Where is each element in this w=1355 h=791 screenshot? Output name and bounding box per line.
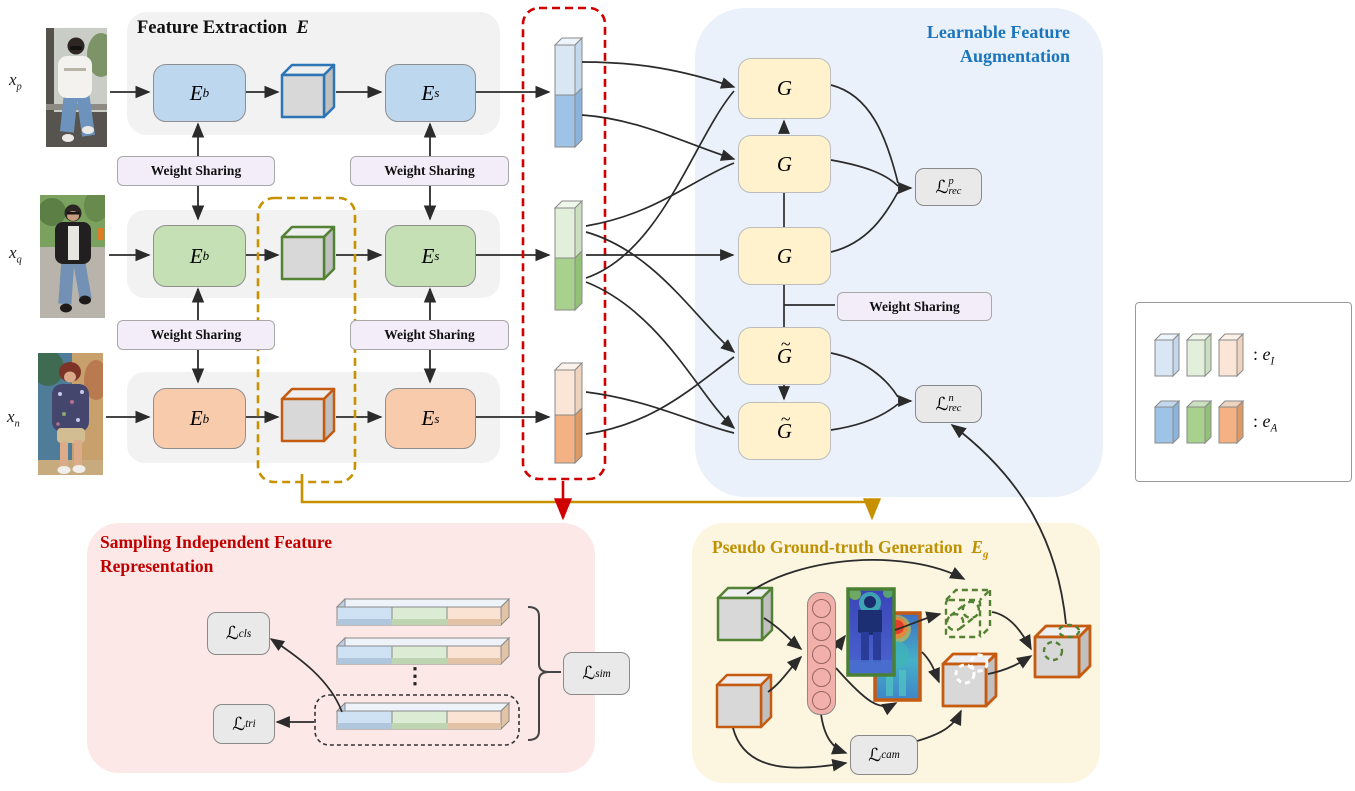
input-label-xp: xp xyxy=(9,70,22,93)
augmentation-title: Learnable Feature Augmentation xyxy=(926,22,1070,67)
mlp-node-3 xyxy=(811,645,831,664)
weight-sharing-box-1: Weight Sharing xyxy=(117,156,275,186)
mlp-node-2 xyxy=(811,622,831,641)
generator-tilde-block-2: ~G xyxy=(738,402,831,460)
sampling-title: Sampling Independent Feature Representat… xyxy=(100,532,333,576)
feature-cube-xn xyxy=(280,387,336,443)
input-label-xn: xn xyxy=(7,407,20,430)
photo-person-xp xyxy=(46,28,107,147)
mlp-node-1 xyxy=(811,599,831,618)
pseudo-cube-green xyxy=(716,586,774,642)
generator-column-links xyxy=(778,119,835,401)
legend-entry-augmented: : eA xyxy=(1253,411,1278,435)
pseudo-groundtruth-cube xyxy=(1033,623,1092,679)
pseudo-generation-arrows xyxy=(732,424,1067,772)
feature-bar-q xyxy=(553,199,584,312)
dashed-green-cube xyxy=(944,588,992,639)
weight-sharing-box-4: Weight Sharing xyxy=(350,320,509,350)
legend-box xyxy=(1135,302,1352,482)
weight-sharing-box-generators: Weight Sharing xyxy=(837,292,992,321)
feature-bar-p xyxy=(553,36,584,149)
red-dashed-box xyxy=(521,6,607,481)
sampled-feature-dashed-box xyxy=(314,694,520,746)
legend-entry-identity: : eI xyxy=(1253,344,1275,368)
photo-person-xq xyxy=(40,195,105,318)
mlp-node-4 xyxy=(811,668,831,687)
generator-tilde-block-1: ~G xyxy=(738,327,831,385)
legend-bars-augmented xyxy=(1153,399,1245,445)
feature-extraction-title: Feature Extraction E xyxy=(137,18,309,38)
mlp-column xyxy=(807,592,836,715)
input-label-xq: xq xyxy=(9,243,22,266)
photo-person-xn xyxy=(38,353,103,475)
masked-orange-cube xyxy=(941,652,998,708)
concat-bar-row2 xyxy=(335,636,511,666)
gold-connector-to-pseudo-generation xyxy=(300,474,882,521)
legend-bars-identity xyxy=(1153,332,1245,378)
generator-to-loss-curves xyxy=(830,84,913,431)
feature-cube-xq xyxy=(280,225,336,281)
sim-brace xyxy=(527,606,561,741)
concat-bar-row1 xyxy=(335,597,511,627)
pseudo-generation-title: Pseudo Ground-truth Generation Eg xyxy=(712,537,989,561)
heatmap-green xyxy=(846,587,896,677)
pseudo-cube-orange xyxy=(715,673,773,729)
mlp-node-5 xyxy=(811,691,831,710)
generator-block-3: G xyxy=(738,227,831,285)
weight-sharing-box-2: Weight Sharing xyxy=(350,156,509,186)
weight-sharing-box-3: Weight Sharing xyxy=(117,320,275,350)
feature-bar-n xyxy=(553,361,584,465)
ellipsis-dots: ⋮ xyxy=(404,663,426,688)
sampling-arrows xyxy=(269,638,343,728)
bar-to-generator-curves xyxy=(581,61,736,435)
feature-cube-xp xyxy=(280,63,336,119)
generator-block-1: G xyxy=(738,58,831,119)
generator-block-2: G xyxy=(738,135,831,193)
concat-bar-row3 xyxy=(335,701,511,731)
